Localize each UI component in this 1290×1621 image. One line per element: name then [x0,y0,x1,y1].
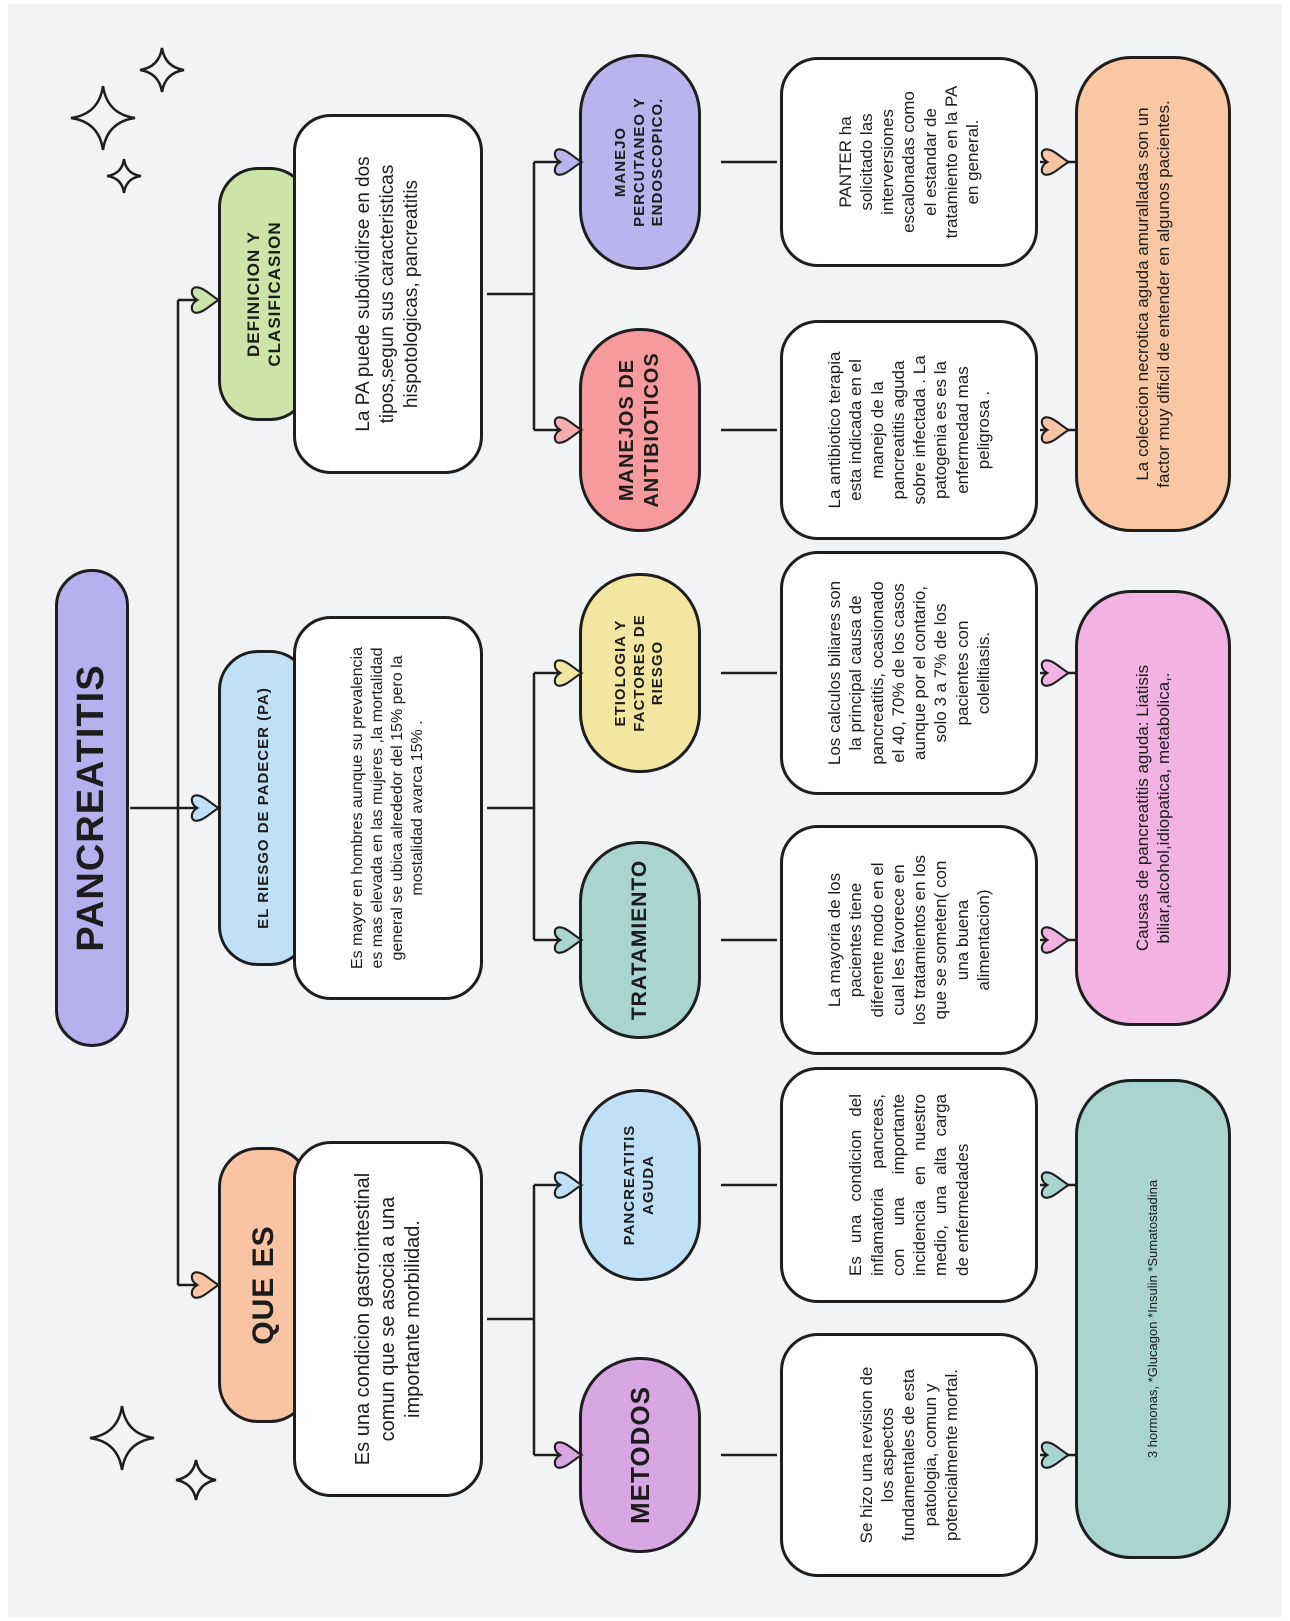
manejo-percutaneo-text-content: PANTER ha solicitado las interversiones … [835,85,983,239]
heart-icon [1040,148,1071,176]
que-es-description-text: Es una condicion gastrointestinal comun … [351,1172,424,1466]
manejo-percutaneo-text: PANTER ha solicitado las interversiones … [780,57,1038,267]
metodos-text-content: Se hizo una revision de los aspectos fun… [856,1366,961,1544]
definicion-description: La PA puede subdividirse en dos tipos,se… [293,114,483,474]
etiologia-text: Los calculos biliares son la principal c… [780,551,1038,795]
riesgo-bottom: Causas de pancreatitis aguda: Liatisis b… [1075,590,1231,1026]
que-es-description: Es una condicion gastrointestinal comun … [293,1141,483,1497]
sparkle-star-icon [139,47,185,93]
definicion-bottom-text: La coleccion necrotica aguda amuralladas… [1132,100,1173,488]
heart-icon [190,1271,221,1299]
riesgo-bottom-text: Causas de pancreatitis aguda: Liatisis b… [1132,664,1173,952]
antibioticos-text-content: La antibiotico terapia esta indicada en … [825,351,993,509]
tratamiento-text-content: La mayoria de los pacientes tiene difere… [825,854,993,1026]
sparkle-star-icon [175,1459,217,1501]
heart-icon [1040,416,1071,444]
metodos-heading-text: METODOS [624,1386,655,1524]
definicion-description-text: La PA puede subdividirse en dos tipos,se… [353,156,422,432]
tratamiento-text: La mayoria de los pacientes tiene difere… [780,825,1038,1055]
heart-icon [553,926,584,954]
metodos-text: Se hizo una revision de los aspectos fun… [780,1333,1038,1577]
definicion-heading-text: DEFINICION Y CLASIFICASION [243,221,284,367]
manejo-percutaneo-heading: MANEJO PERCUTANEO Y ENDOSCOPICO. [579,54,701,270]
etiologia-text-content: Los calculos biliares son la principal c… [825,580,993,766]
antibioticos-heading: MANEJOS DE ANTIBIOTICOS [579,328,701,532]
que-es-bottom: 3 hormonas, *Glucagon *Insulin *Sumatost… [1075,1079,1231,1559]
heart-icon [1040,659,1071,687]
tratamiento-heading-text: TRATAMIENTO [627,859,651,1021]
aguda-text-content: Es una condicion del inflamatoria pancre… [846,1094,972,1276]
heart-icon [1040,1171,1071,1199]
heart-icon [553,416,584,444]
riesgo-heading-text: EL RIESGO DE PADECER (PA) [254,687,272,929]
aguda-heading-text: PANCREATITIS AGUDA [621,1124,657,1246]
manejo-percutaneo-heading-text: MANEJO PERCUTANEO Y ENDOSCOPICO. [611,97,667,227]
heart-icon [1040,926,1071,954]
root-title: PANCREATITIS [55,569,129,1047]
riesgo-description: Es mayor en hombres aunque su prevalenci… [293,616,483,1000]
heart-icon [190,794,221,822]
definicion-bottom: La coleccion necrotica aguda amuralladas… [1075,56,1231,532]
etiologia-heading-text: ETIOLOGIA Y FACTORES DE RIESGO [611,614,667,732]
sparkle-star-icon [70,85,136,151]
antibioticos-heading-text: MANEJOS DE ANTIBIOTICOS [616,352,663,508]
heart-icon [1040,1441,1071,1469]
heart-icon [553,659,584,687]
aguda-text: Es una condicion del inflamatoria pancre… [780,1067,1038,1303]
heart-icon [190,286,221,314]
riesgo-description-text: Es mayor en hombres aunque su prevalenci… [349,647,426,969]
tratamiento-heading: TRATAMIENTO [579,841,701,1039]
heart-icon [553,148,584,176]
sparkle-star-icon [89,1405,155,1471]
que-es-heading-text: QUE ES [247,1225,281,1345]
metodos-heading: METODOS [579,1357,701,1553]
que-es-bottom-text: 3 hormonas, *Glucagon *Insulin *Sumatost… [1144,1179,1160,1459]
root-title-text: PANCREATITIS [70,664,113,952]
etiologia-heading: ETIOLOGIA Y FACTORES DE RIESGO [579,573,701,773]
antibioticos-text: La antibiotico terapia esta indicada en … [780,320,1038,540]
sparkle-star-icon [106,158,142,194]
aguda-heading: PANCREATITIS AGUDA [579,1089,701,1281]
heart-icon [553,1441,584,1469]
heart-icon [553,1171,584,1199]
